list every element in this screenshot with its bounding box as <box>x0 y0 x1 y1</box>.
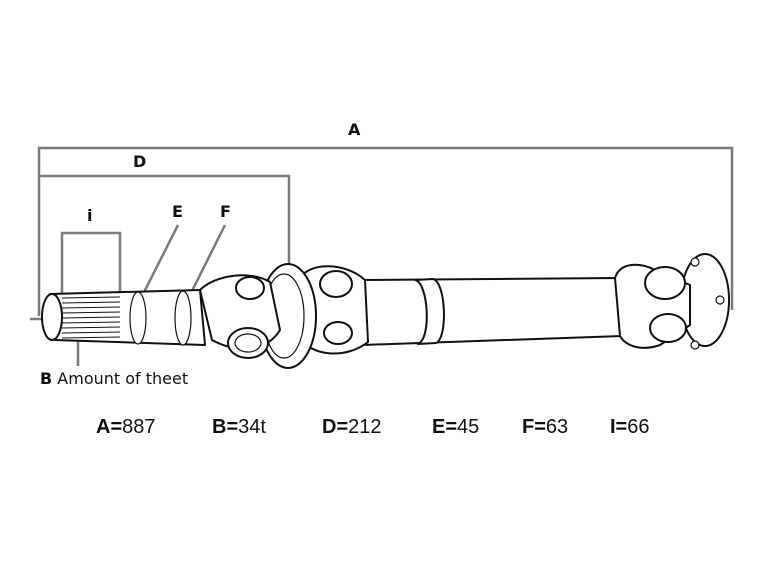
flange-bolt-hole <box>715 295 725 305</box>
spec-key: D= <box>322 416 349 438</box>
spec-value: 63 <box>545 416 569 438</box>
spec-d: D=212 <box>322 416 382 439</box>
dimension-label-a: A <box>348 120 361 139</box>
tube-collar <box>414 278 445 345</box>
front-bearing-cap-top <box>235 276 265 300</box>
spec-value: 66 <box>627 416 650 438</box>
end-bearing-cap-top <box>644 266 686 300</box>
end-bearing-cap-bottom <box>649 313 687 343</box>
spec-value: 887 <box>122 416 156 438</box>
spec-key: B= <box>212 416 239 438</box>
flange-bolt-hole <box>690 257 700 267</box>
spec-key: E= <box>432 416 458 438</box>
dimension-label-f: F <box>220 202 231 221</box>
spec-e: E=45 <box>432 416 479 439</box>
dimension-label-e: E <box>172 202 183 221</box>
dimension-i-bracket <box>60 231 122 300</box>
spline-teeth <box>61 296 121 339</box>
spec-f: F=63 <box>522 416 568 439</box>
stub-shaft-ring <box>174 290 192 346</box>
spec-value: 45 <box>457 416 480 438</box>
spec-key: I= <box>610 416 628 438</box>
center-bearing-cap-top <box>319 270 353 298</box>
drive-shaft <box>41 253 730 369</box>
callout-b: B Amount of theet <box>40 369 188 388</box>
front-bearing-cap-bottom-inner <box>234 333 262 353</box>
stub-shaft-end <box>41 293 63 341</box>
main-tube <box>359 277 623 346</box>
spec-a: A=887 <box>96 416 156 439</box>
spec-i: I=66 <box>610 416 650 439</box>
spec-value: 212 <box>348 416 382 438</box>
dimension-label-d: D <box>133 152 147 171</box>
dimension-a-bracket <box>37 146 734 316</box>
center-bearing-cap-bottom <box>323 321 353 345</box>
dimension-label-i: i <box>87 206 93 225</box>
spec-b: B=34t <box>212 416 266 439</box>
flange-bolt-hole <box>690 340 700 350</box>
callout-b-key: B <box>40 369 53 388</box>
spec-key: A= <box>96 416 123 438</box>
callout-b-text: Amount of theet <box>57 369 189 388</box>
spec-value: 34t <box>238 416 266 438</box>
stub-shaft-ring <box>129 291 147 345</box>
spec-key: F= <box>522 416 546 438</box>
